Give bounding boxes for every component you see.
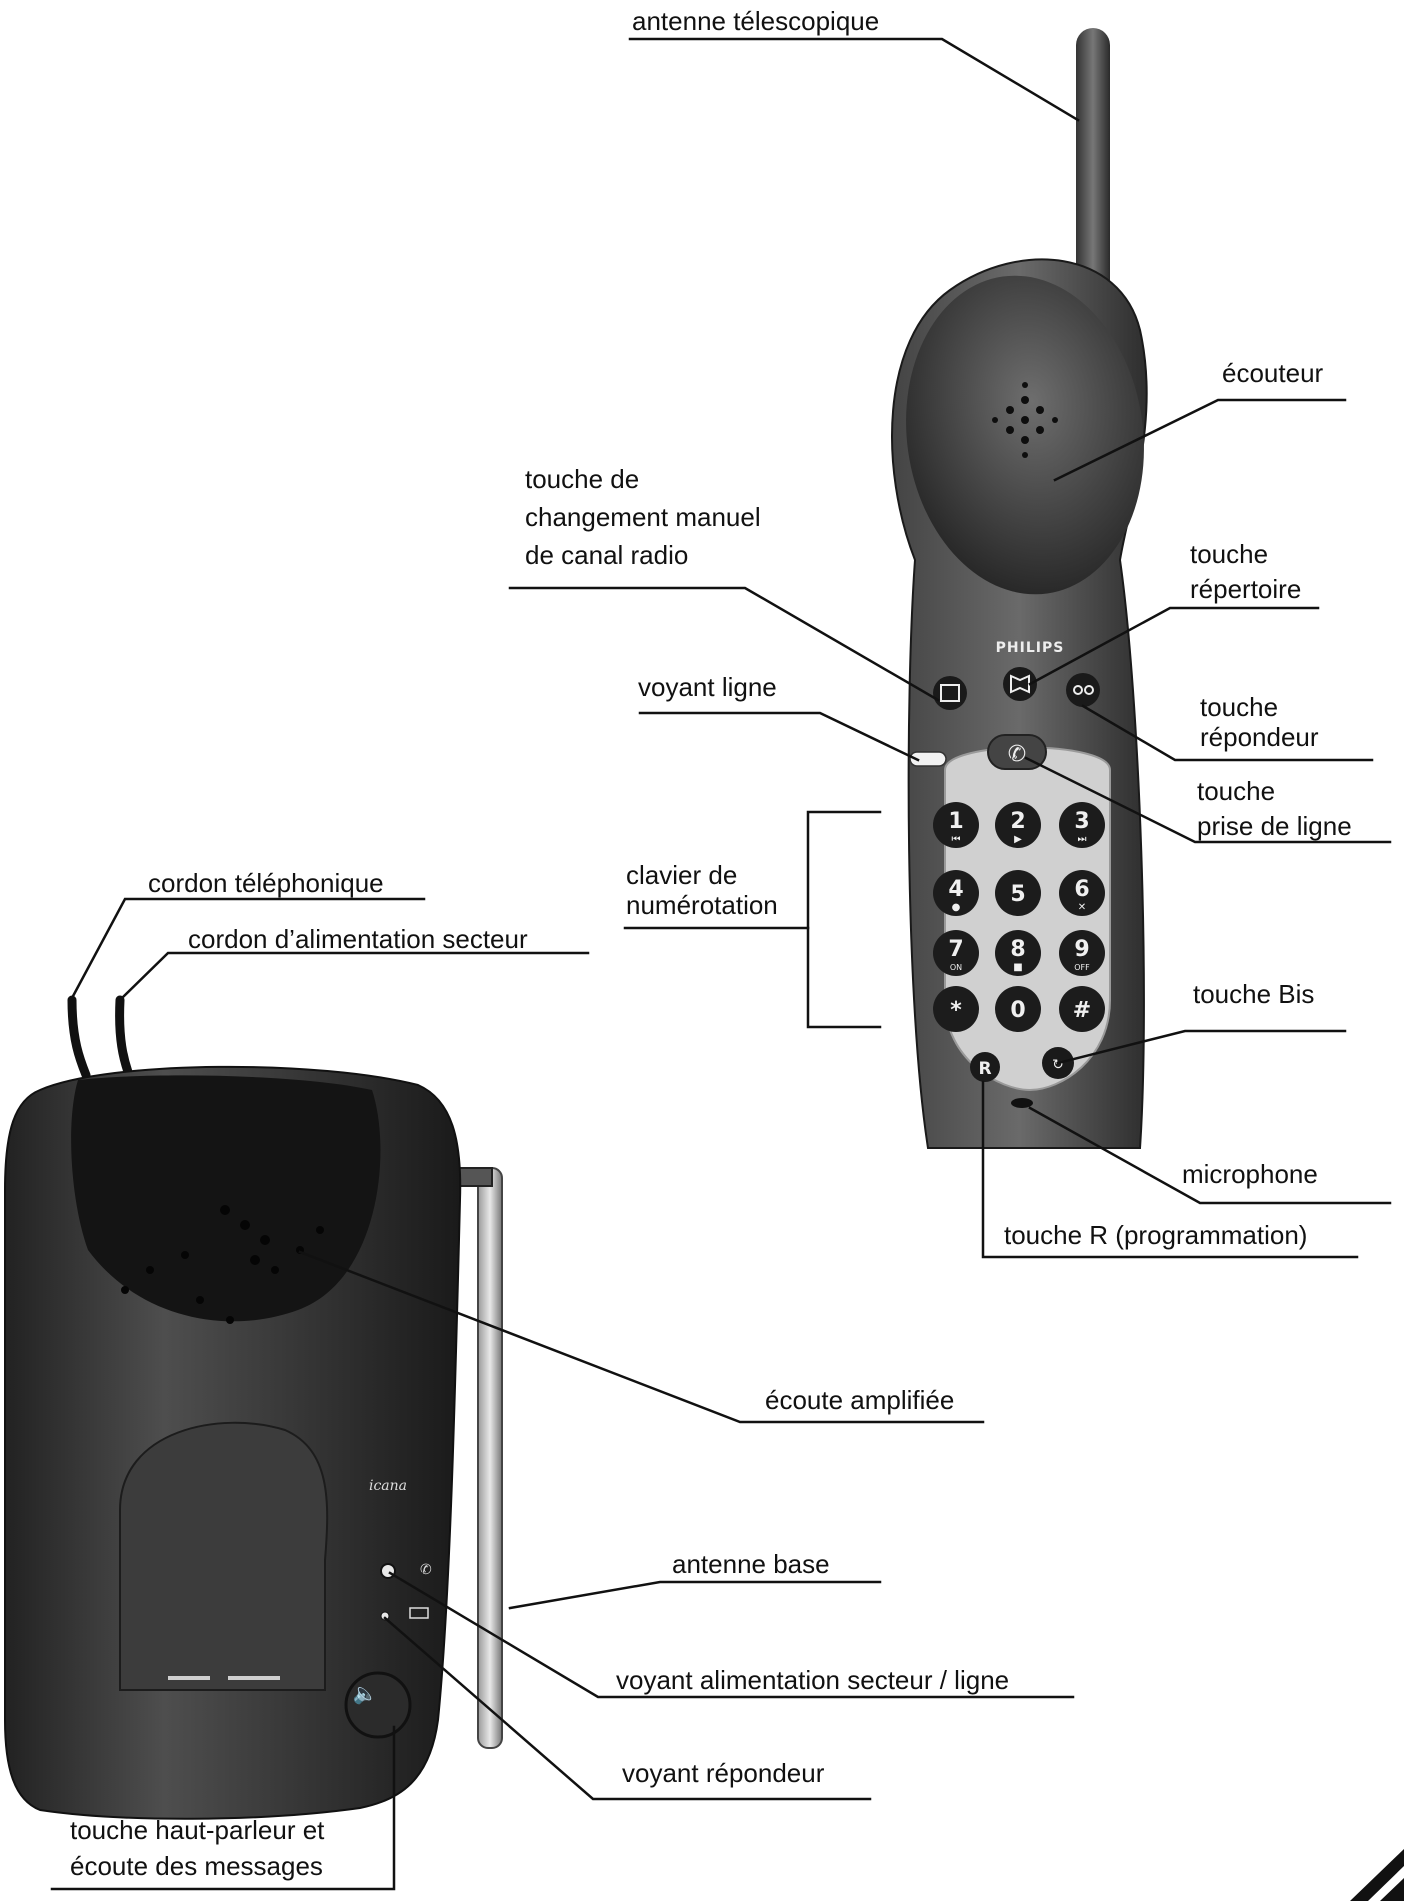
keypad-key (995, 802, 1041, 848)
leader-voyant-alimentation (388, 1571, 1075, 1699)
line-indicator-led (909, 751, 947, 767)
microphone-hole (1011, 1098, 1033, 1108)
label-cordon-telephonique: cordon téléphonique (148, 868, 384, 898)
keypad-key (1059, 870, 1105, 916)
keypad-key-digit: 3 (1074, 809, 1089, 834)
keypad-key-subsymbol: ⏭ (1078, 834, 1087, 845)
label-touche-r: touche R (programmation) (1004, 1220, 1308, 1250)
keypad-panel (944, 746, 1111, 1092)
keypad-key-subsymbol: ■ (1013, 962, 1022, 973)
speaker-button (344, 1671, 412, 1739)
label-antenne-telescopique: antenne télescopique (632, 6, 880, 36)
label-clavier: clavier de numérotation (626, 860, 778, 920)
label-voyant-ligne: voyant ligne (638, 672, 777, 702)
redial-icon: ↻ (1052, 1057, 1064, 1073)
keypad-key (1059, 802, 1105, 848)
keypad-key (995, 930, 1041, 976)
leader-touche-bis (1056, 1029, 1347, 1065)
base-antenna (477, 1167, 503, 1749)
keypad-key-digit: 0 (1010, 998, 1025, 1023)
keypad-key-digit: 8 (1010, 937, 1025, 962)
keypad-key-digit: * (950, 998, 962, 1023)
label-touche-repondeur: touche répondeur (1200, 692, 1319, 752)
leader-touche-canal (508, 586, 940, 702)
keypad-key (1059, 986, 1105, 1032)
keypad-key-digit: 5 (1010, 882, 1025, 907)
leader-touche-haut-parleur (50, 1725, 396, 1891)
label-voyant-alimentation: voyant alimentation secteur / ligne (616, 1665, 1010, 1695)
keypad-key-digit: 1 (948, 809, 963, 834)
r-key-label: R (978, 1059, 991, 1079)
leader-ecoute-amplifiee (298, 1250, 985, 1424)
handset-brand: PHILIPS (996, 640, 1065, 656)
phone-icon: ✆ (1008, 742, 1026, 767)
leader-ecouteur (1053, 398, 1347, 482)
keypad-key-subsymbol: OFF (1074, 963, 1090, 972)
base-brand: icana (369, 1478, 407, 1494)
speaker-holes (121, 1205, 324, 1324)
keypad-key-subsymbol: ▶ (1014, 834, 1022, 845)
label-ecouteur: écouteur (1222, 358, 1324, 388)
label-ecoute-amplifiee: écoute amplifiée (765, 1385, 955, 1415)
keypad-key-digit: 4 (948, 877, 963, 902)
keypad-key-digit: 9 (1074, 937, 1089, 962)
leader-antenne-base (508, 1580, 882, 1610)
keypad-key (995, 870, 1041, 916)
keypad-key-digit: 7 (948, 937, 963, 962)
answering-indicator-led (380, 1611, 390, 1621)
keypad-key-digit: 6 (1074, 877, 1089, 902)
leader-microphone (1028, 1106, 1392, 1205)
keypad-key-subsymbol: ● (952, 902, 961, 913)
label-touche-prise-ligne: touche prise de ligne (1197, 776, 1352, 841)
keypad-key-digit: 2 (1010, 809, 1025, 834)
label-microphone: microphone (1182, 1159, 1318, 1189)
label-voyant-repondeur: voyant répondeur (622, 1758, 825, 1788)
earpiece (906, 275, 1144, 595)
leader-touche-r (981, 1080, 1359, 1259)
keypad-key-digit: # (1073, 998, 1091, 1023)
leader-antenne-telescopique (628, 37, 1080, 122)
leader-cordon-alimentation (120, 951, 590, 1000)
keypad-key (1059, 930, 1105, 976)
leader-voyant-ligne (638, 711, 920, 762)
phone-symbol-icon: ✆ (420, 1562, 432, 1578)
keypad-key-subsymbol: ON (950, 963, 962, 972)
label-touche-bis: touche Bis (1193, 979, 1315, 1009)
power-cord (115, 995, 133, 1077)
leader-touche-prise-ligne (1024, 756, 1392, 844)
label-cordon-alimentation: cordon d’alimentation secteur (188, 924, 528, 954)
handset-cradle (71, 1075, 381, 1322)
label-touche-haut-parleur: touche haut-parleur et écoute des messag… (70, 1815, 325, 1881)
tape-icon (409, 1607, 429, 1619)
keypad-key-subsymbol: ✕ (1078, 902, 1086, 913)
base-station: icana ✆ 🔈 (4, 995, 503, 1820)
earpiece-holes (992, 382, 1058, 458)
keypad-key (933, 802, 979, 848)
bracket-clavier (806, 810, 882, 1029)
handset-rest (119, 1421, 329, 1691)
keypad-key (933, 986, 979, 1032)
label-antenne-base: antenne base (672, 1549, 830, 1579)
channel-key-icon (933, 676, 967, 710)
keypad-key (933, 930, 979, 976)
page-corner-mark (1350, 1849, 1404, 1901)
phone-cord (67, 995, 91, 1080)
keypad-key-subsymbol: ⏮ (952, 834, 961, 845)
leader-touche-repertoire (1028, 606, 1320, 686)
speaker-icon: 🔈 (353, 1681, 378, 1705)
keypad-key (995, 986, 1041, 1032)
leader-touche-repondeur (1081, 704, 1374, 762)
leader-voyant-repondeur (383, 1616, 872, 1801)
label-touche-repertoire: touche répertoire (1190, 539, 1302, 604)
leader-lines (50, 37, 1392, 1891)
label-touche-canal: touche de changement manuel de canal rad… (525, 464, 761, 570)
r-key (970, 1052, 1000, 1082)
leader-cordon-telephonique (70, 897, 426, 1000)
keypad-key (933, 870, 979, 916)
